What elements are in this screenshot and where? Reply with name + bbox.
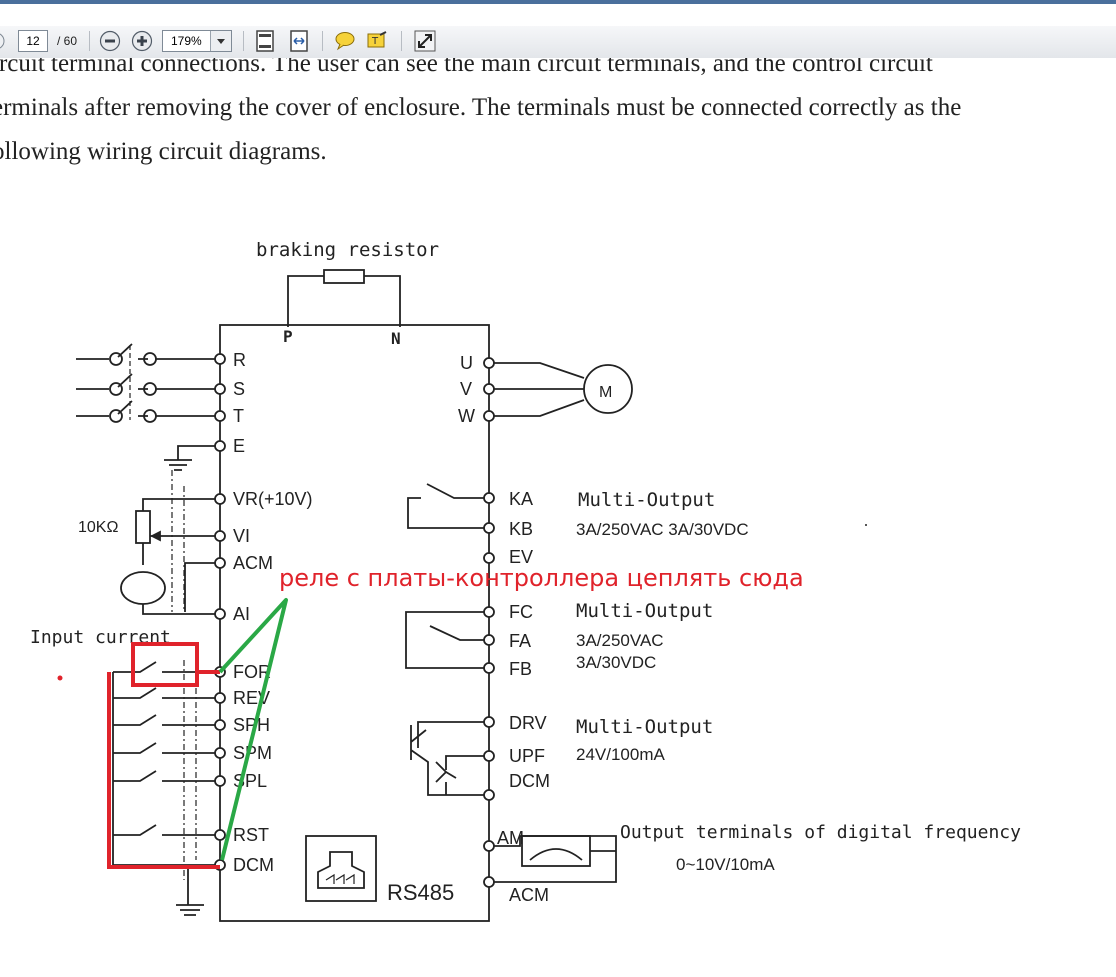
for-label: FOR [233,662,271,682]
motor-label: M [599,384,612,401]
fc-label: FC [509,602,533,622]
zoom-value: 179% [171,34,202,48]
window-title-strip [0,0,1116,4]
plus-icon [131,30,153,52]
fit-page-button[interactable] [253,29,277,53]
potentiometer-label: 10KΩ [78,519,118,536]
rating-1-label: 3A/250VAC 3A/30VDC [576,520,749,539]
p-label: P [283,327,293,346]
fit-width-icon [290,30,308,52]
dcm-right-label: DCM [509,771,550,791]
braking-resistor-label: braking resistor [256,239,439,261]
comment-button[interactable] [332,29,358,53]
output-terminals-label: Output terminals of digital frequency [620,822,1021,843]
r-label: R [233,350,246,370]
spm-label: SPM [233,743,272,763]
annotation-text: реле с платы-контроллера цеплять сюда [279,564,804,592]
sph-label: SPH [233,715,270,735]
zoom-select[interactable]: 179% [162,30,232,52]
page-number-input[interactable]: 12 [18,30,48,52]
previous-page-button[interactable] [0,29,6,53]
highlight-button[interactable]: T [364,29,390,53]
ev-label: EV [509,547,533,567]
multi-output-3-label: Multi-Output [576,716,713,738]
rating-2a-label: 3A/250VAC [576,631,664,650]
w-label: W [458,406,475,426]
am-label: AM [497,828,524,848]
speech-bubble-icon [335,32,355,51]
rating-2b-label: 3A/30VDC [576,653,656,672]
rs485-label: RS485 [387,880,454,905]
rst-label: RST [233,825,269,845]
multi-output-2-label: Multi-Output [576,600,713,622]
ai-label: AI [233,604,250,624]
expand-icon [414,30,436,52]
acm-right-label: ACM [509,885,549,905]
e-label: E [233,436,245,456]
zoom-out-button[interactable] [98,29,122,53]
zoom-in-button[interactable] [130,29,154,53]
minus-icon [99,30,121,52]
drv-label: DRV [509,713,547,733]
page-total: / 60 [56,34,77,48]
acm-left-label: ACM [233,553,273,573]
user-annotation: реле с платы-контроллера цеплять сюда [57,524,867,869]
u-label: U [460,353,473,373]
multi-output-1-label: Multi-Output [578,489,715,511]
page-icon [256,30,274,52]
vr-label: VR(+10V) [233,489,313,509]
paragraph-line-2: erminals after removing the cover of enc… [0,94,962,121]
arrow-left-icon [0,33,5,49]
upf-label: UPF [509,746,545,766]
document-page: ircuit terminal connections. The user ca… [0,58,1116,977]
dcm-left-label: DCM [233,855,274,875]
kb-label: KB [509,519,533,539]
rating-3-label: 24V/100mA [576,745,665,764]
fullscreen-button[interactable] [412,29,438,53]
ka-label: KA [509,489,533,509]
text-note-icon: T [367,31,387,48]
paragraph-line-1: ircuit terminal connections. The user ca… [0,58,933,77]
menu-strip [0,4,1116,26]
paragraph-line-3: ollowing wiring circuit diagrams. [0,138,327,165]
t-label: T [233,406,244,426]
fb-label: FB [509,659,532,679]
output-range-label: 0~10V/10mA [676,855,775,874]
s-label: S [233,379,245,399]
chevron-down-icon[interactable] [210,31,231,51]
v-label: V [460,379,472,399]
vi-label: VI [233,526,250,546]
n-label: N [391,329,401,348]
svg-text:T: T [371,36,379,47]
fit-width-button[interactable] [287,29,311,53]
fa-label: FA [509,631,531,651]
